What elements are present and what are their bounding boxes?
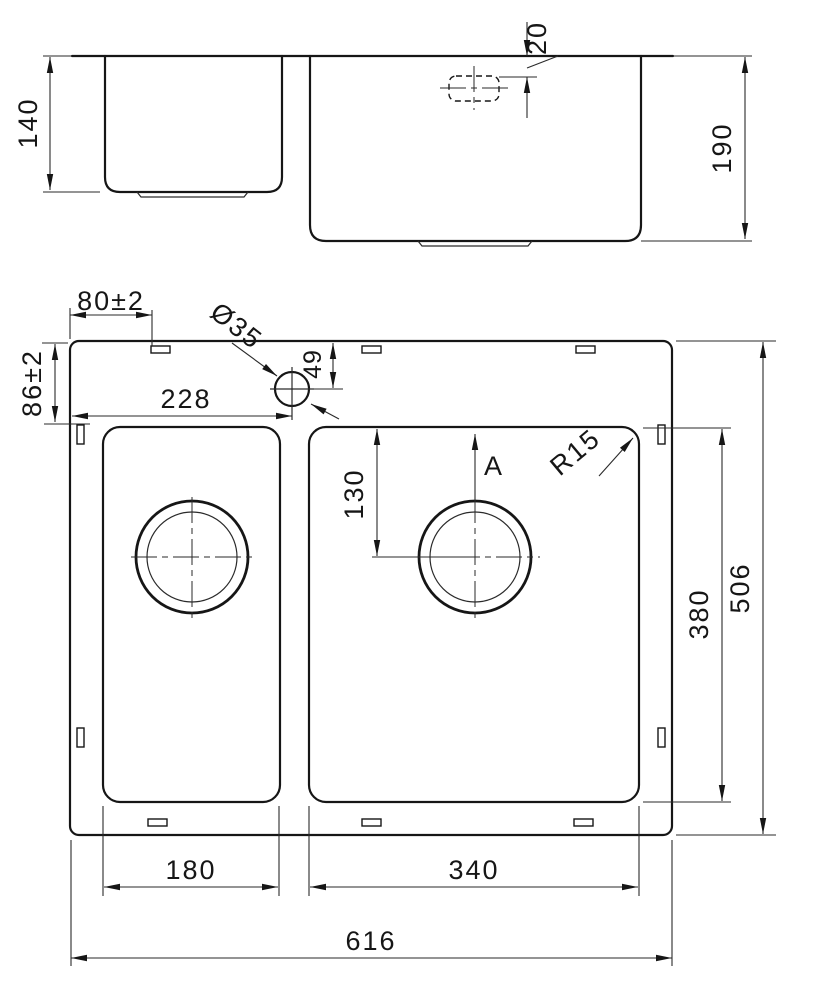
dim-tap-center-from-left: 228	[72, 384, 292, 420]
small-bowl-drain-boss	[136, 191, 249, 198]
dim-tap-offset-y: 86±2	[17, 342, 90, 425]
dim-text-130: 130	[339, 468, 369, 519]
dim-text-616: 616	[345, 926, 396, 956]
dim-text-49: 49	[299, 349, 327, 379]
dim-bowl1-width: 180	[102, 806, 280, 896]
dim-tap-offset-x: 80±2	[69, 286, 153, 346]
dim-tap-center-from-top: 49	[299, 343, 343, 390]
dim-overflow-gap: 20	[499, 21, 559, 118]
small-bowl-drain	[131, 497, 253, 618]
large-bowl-profile	[308, 54, 643, 243]
dim-bowl1-depth: 140	[13, 57, 100, 193]
dim-text-r15: R15	[544, 423, 606, 482]
section-label: A	[484, 451, 504, 481]
dim-text-180: 180	[165, 855, 216, 885]
sink-outer-rim	[68, 339, 674, 837]
fixing-clips	[76, 345, 666, 827]
dim-text-140: 140	[13, 97, 43, 148]
dim-text-80: 80±2	[77, 286, 145, 316]
dim-text-228: 228	[160, 384, 211, 414]
large-bowl-drain-boss	[417, 240, 533, 247]
dim-overall-width: 616	[70, 840, 673, 966]
dim-text-190: 190	[707, 122, 737, 173]
large-bowl-outline	[307, 425, 641, 804]
plan-view: 80±2 86±2 228 Ø35 49	[17, 286, 776, 966]
small-bowl-outline	[101, 425, 282, 804]
dim-text-340: 340	[448, 855, 499, 885]
dim-bowl2-depth: 190	[641, 57, 752, 242]
section-marker-a: A	[471, 434, 504, 501]
side-elevation-view: 140 20 190	[13, 21, 752, 247]
dim-text-506: 506	[725, 562, 755, 613]
dim-bowl2-length: 380	[643, 427, 731, 803]
callout-corner-radius: R15	[544, 423, 634, 482]
dim-text-380: 380	[684, 588, 714, 639]
dim-overall-length: 506	[676, 340, 776, 836]
dim-text-20: 20	[522, 21, 552, 55]
dim-text-86: 86±2	[17, 349, 47, 417]
dim-bowl2-width: 340	[308, 806, 640, 896]
small-bowl-profile	[103, 54, 284, 194]
dim-drain-from-top: 130	[339, 429, 455, 558]
